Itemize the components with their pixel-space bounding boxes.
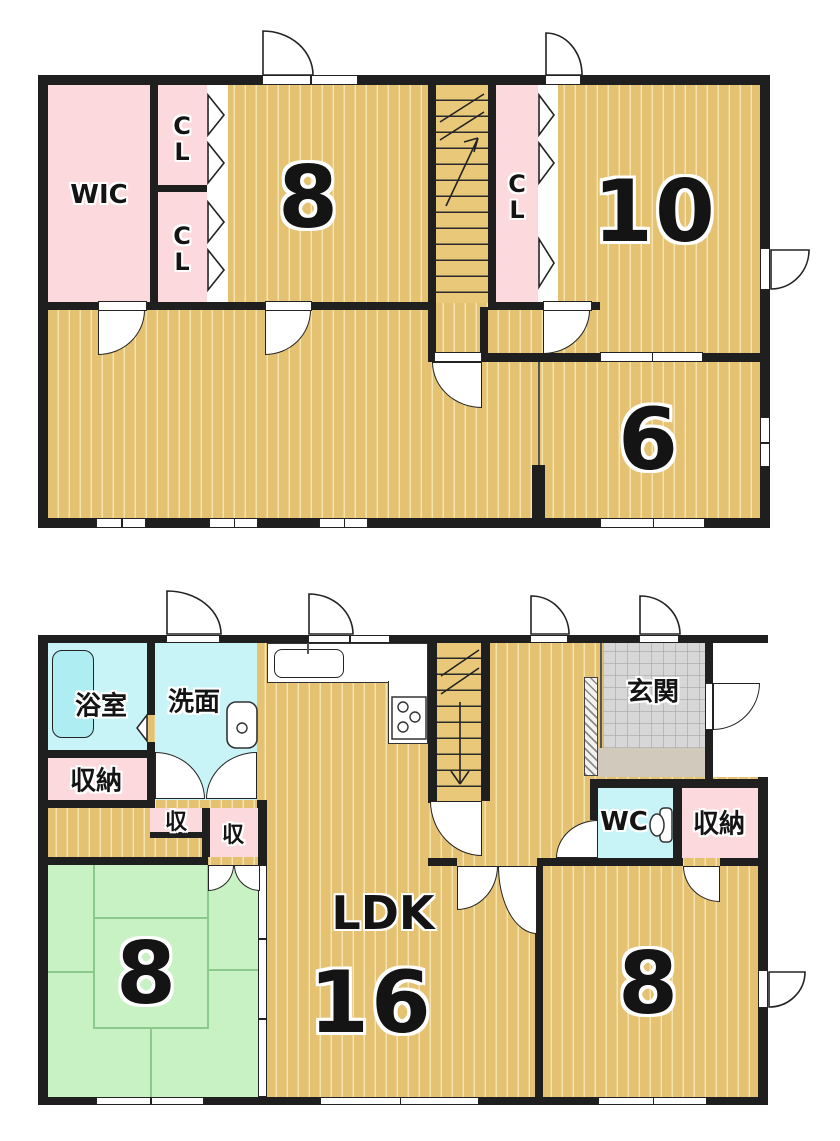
window-2f-bottom-2	[209, 518, 258, 528]
room-label-wc: WC	[600, 807, 648, 837]
window-1f-top-hall	[530, 635, 568, 643]
room-entrance	[603, 643, 705, 748]
window-2f-top-room8	[262, 75, 358, 85]
room-size-8-2f: 8	[278, 148, 340, 248]
entrance-door-leaf	[705, 683, 713, 730]
room-wic	[48, 85, 150, 302]
window-2f-top-room10	[545, 75, 581, 85]
room-label-sho-a: 収	[164, 810, 188, 835]
window-1f-bottom-ldk	[320, 1097, 479, 1105]
window-1f-right-room8	[758, 970, 768, 1008]
room-label-entrance: 玄関	[626, 677, 680, 708]
bathtub-icon	[52, 650, 94, 738]
room-size-6: 6	[618, 390, 680, 490]
casement-window-arc-icon	[639, 595, 681, 635]
folding-door-strip	[207, 85, 228, 302]
casement-window-arc-icon	[770, 249, 810, 290]
room-label-sho-b: 収	[221, 823, 245, 848]
sliding-door-room6	[600, 352, 703, 362]
washbasin-icon	[226, 701, 258, 749]
stairs-down-arrow-icon	[440, 649, 480, 785]
casement-window-arc-icon	[308, 593, 354, 635]
window-1f-bottom-tatami	[96, 1097, 204, 1105]
stairs-up	[436, 85, 488, 303]
room-label-washroom: 洗面	[167, 687, 221, 718]
door-landing-opening	[434, 352, 482, 362]
room-sho-b	[210, 808, 258, 857]
room-cl-lower	[158, 192, 207, 302]
room-storage-b	[682, 788, 758, 858]
window-2f-bottom-room6	[600, 518, 705, 528]
toilet-icon	[649, 807, 673, 843]
window-2f-bottom-1	[96, 518, 146, 528]
folding-door-icon	[207, 92, 226, 186]
entrance-step	[598, 748, 705, 777]
faucet-icon	[307, 640, 309, 654]
casement-window-arc-icon	[262, 30, 314, 76]
window-1f-bottom-room8	[598, 1097, 707, 1105]
room-size-8-1f: 8	[618, 934, 680, 1034]
room-label-storage-a: 収納	[69, 766, 123, 797]
folding-door-icon	[207, 199, 226, 293]
room-size-10: 10	[593, 162, 717, 262]
room-tatami	[46, 865, 258, 1097]
room-label-cl-upper: CL	[168, 112, 196, 164]
folding-door-icon	[538, 236, 555, 290]
stove-icon	[391, 696, 427, 740]
window-1f-top-wash	[166, 635, 220, 643]
window-1f-top-entrance	[639, 635, 679, 643]
room-label-ldk: LDK	[331, 886, 435, 940]
window-1f-top-kitchen	[308, 635, 390, 643]
room-cl-upper	[158, 85, 207, 185]
casement-window-arc-icon	[530, 595, 570, 635]
room-size-ldk: 16	[309, 953, 433, 1053]
folding-door-bath-icon	[136, 712, 148, 744]
casement-window-arc-icon	[545, 32, 583, 76]
room-label-storage-b: 収納	[692, 809, 746, 840]
room-label-bath: 浴室	[74, 691, 128, 722]
door-arc-washroom-left	[155, 752, 205, 799]
folding-door-icon	[538, 92, 555, 186]
casement-window-arc-icon	[166, 590, 222, 635]
stairs-up-arrow-icon	[439, 93, 485, 207]
window-2f-right-room6	[760, 417, 770, 467]
shoe-cabinet-icon	[584, 677, 598, 776]
room-label-cl-right: CL	[503, 170, 531, 222]
window-2f-bottom-3	[319, 518, 368, 528]
room-label-wic: WIC	[70, 180, 128, 210]
room-size-tatami: 8	[116, 924, 178, 1024]
room-cl-right	[496, 85, 538, 302]
room-label-cl-lower: CL	[168, 222, 196, 274]
casement-window-arc-icon	[768, 971, 806, 1008]
sliding-door-tatami	[258, 865, 267, 1097]
kitchen-sink-icon	[274, 649, 344, 678]
room-storage-a	[46, 758, 147, 800]
room-sho-a	[150, 808, 202, 832]
window-2f-right-room10	[760, 248, 770, 290]
